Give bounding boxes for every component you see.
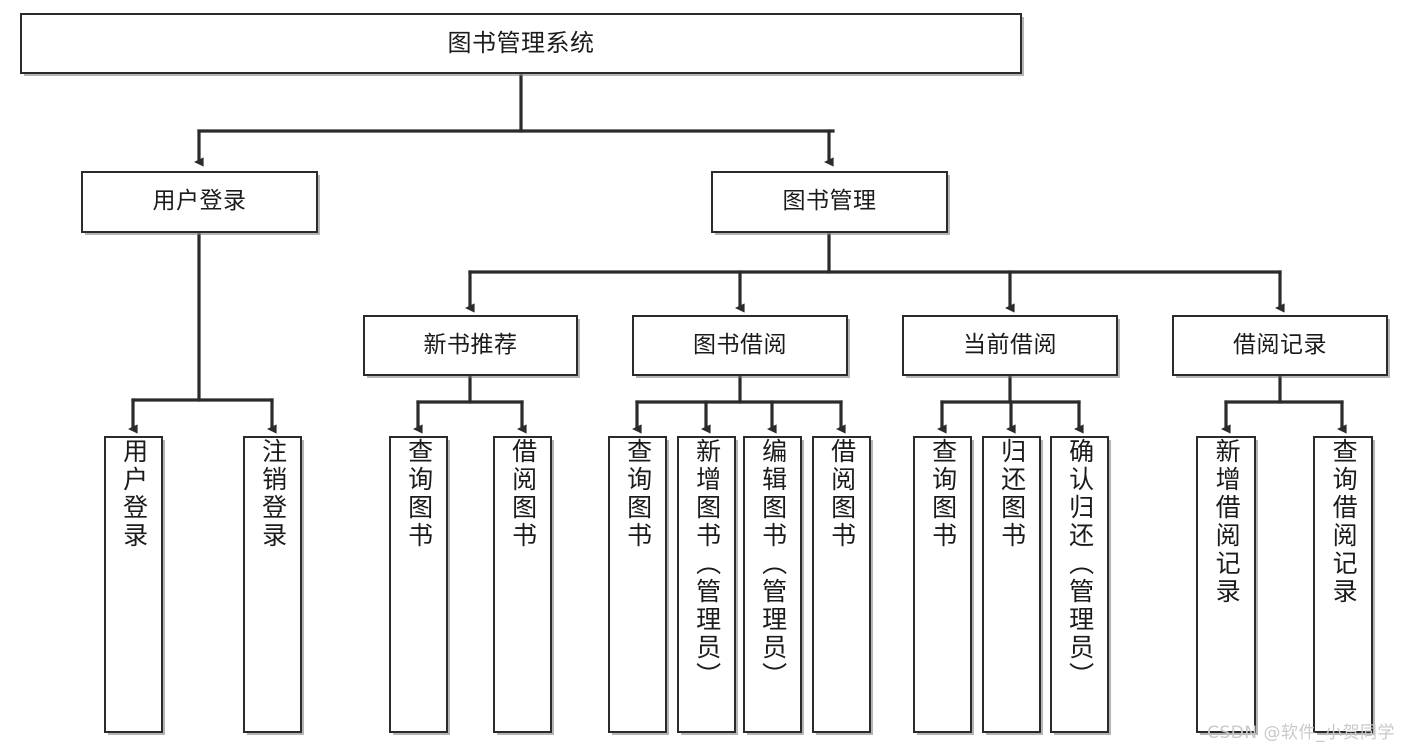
node-label: 新书推荐 (423, 331, 518, 358)
leaf-recommend-query-book[interactable]: 查询图书 (389, 436, 448, 733)
node-label: 归还图书 (997, 438, 1027, 550)
node-label: 查询图书 (404, 438, 434, 550)
leaf-borrow-borrow-book[interactable]: 借阅图书 (812, 436, 871, 733)
leaf-borrow-query-book[interactable]: 查询图书 (608, 436, 667, 733)
node-label: 用户登录 (152, 188, 247, 215)
node-label: 借阅记录 (1233, 331, 1327, 358)
node-new-book-recommend[interactable]: 新书推荐 (363, 315, 578, 376)
node-label: 用户登录 (119, 438, 149, 550)
node-label: 借阅图书 (827, 438, 857, 550)
node-user-login[interactable]: 用户登录 (81, 171, 318, 233)
node-book-management[interactable]: 图书管理 (711, 171, 948, 233)
leaf-current-confirm-return-admin[interactable]: 确认归还（管理员） (1050, 436, 1109, 733)
node-book-borrow[interactable]: 图书借阅 (632, 315, 848, 376)
leaf-borrow-add-book-admin[interactable]: 新增图书（管理员） (677, 436, 736, 733)
node-current-borrow[interactable]: 当前借阅 (902, 315, 1118, 376)
node-label: 确认归还（管理员） (1065, 438, 1095, 690)
leaf-current-return-book[interactable]: 归还图书 (982, 436, 1041, 733)
node-label: 查询借阅记录 (1329, 438, 1359, 606)
leaf-user-login-login[interactable]: 用户登录 (104, 436, 163, 733)
node-label: 编辑图书（管理员） (758, 438, 788, 690)
node-label: 图书借阅 (693, 331, 787, 358)
node-label: 新增图书（管理员） (692, 438, 722, 690)
node-label: 查询图书 (928, 438, 958, 550)
node-label: 当前借阅 (963, 331, 1057, 358)
node-label: 借阅图书 (508, 438, 538, 550)
leaf-recommend-borrow-book[interactable]: 借阅图书 (493, 436, 552, 733)
node-borrow-record[interactable]: 借阅记录 (1172, 315, 1388, 376)
leaf-user-login-logout[interactable]: 注销登录 (243, 436, 302, 733)
leaf-borrow-edit-book-admin[interactable]: 编辑图书（管理员） (743, 436, 802, 733)
watermark: CSDN @软件_小贺同学 (1207, 723, 1395, 743)
node-label: 注销登录 (258, 438, 288, 550)
node-root-system[interactable]: 图书管理系统 (20, 13, 1022, 74)
leaf-current-query-book[interactable]: 查询图书 (913, 436, 972, 733)
node-label: 新增借阅记录 (1212, 438, 1242, 606)
node-label: 图书管理 (782, 188, 877, 215)
leaf-record-add-record[interactable]: 新增借阅记录 (1196, 436, 1256, 733)
node-label: 图书管理系统 (447, 29, 595, 58)
leaf-record-query-record[interactable]: 查询借阅记录 (1313, 436, 1373, 733)
node-label: 查询图书 (623, 438, 653, 550)
